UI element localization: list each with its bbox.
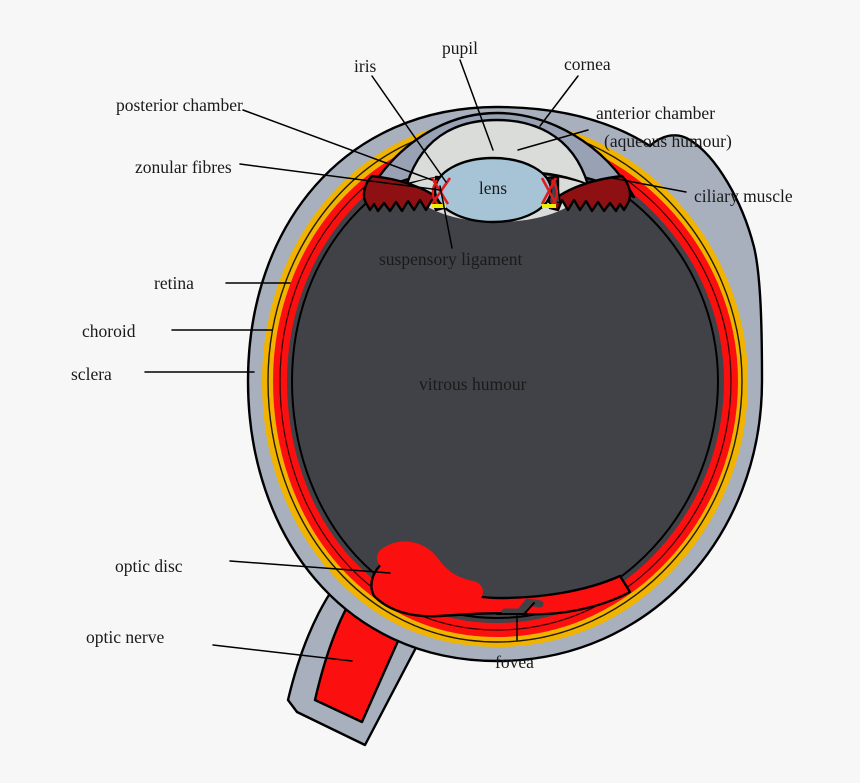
label-retina: retina <box>154 273 194 293</box>
label-choroid: choroid <box>82 321 136 341</box>
leader-iris <box>371 75 447 183</box>
leader-anterior-chamber <box>517 129 589 151</box>
retina-outline <box>279 136 732 631</box>
ciliary-muscle-right <box>548 174 632 213</box>
leader-pupil <box>459 59 494 151</box>
leader-suspensory-ligament <box>439 185 453 249</box>
vitreous-humour-inner <box>290 150 720 620</box>
label-aqueous-humour: (aqueous humour) <box>604 131 732 151</box>
leader-cornea <box>539 75 579 127</box>
label-pupil: pupil <box>442 38 478 58</box>
label-cornea: cornea <box>564 54 611 74</box>
label-fovea: fovea <box>495 652 534 672</box>
leader-posterior-chamber <box>242 109 433 181</box>
label-vitrous-humour: vitrous humour <box>419 374 527 394</box>
label-optic-disc: optic disc <box>115 556 183 576</box>
label-lens: lens <box>479 178 507 198</box>
label-iris: iris <box>354 56 377 76</box>
label-sclera: sclera <box>71 364 112 384</box>
label-posterior-chamber: posterior chamber <box>116 95 243 115</box>
leader-optic-nerve <box>212 644 353 662</box>
label-optic-nerve: optic nerve <box>86 627 164 647</box>
leader-lines <box>144 59 687 662</box>
label-zonular-fibres: zonular fibres <box>135 157 232 177</box>
label-ciliary-muscle: ciliary muscle <box>694 186 793 206</box>
label-suspensory-ligament: suspensory ligament <box>379 249 523 269</box>
ciliary-muscle-left <box>362 174 446 213</box>
choroid-outline <box>267 123 743 643</box>
retina-group <box>272 129 739 638</box>
optic-disc-group <box>370 541 632 618</box>
zonular-fibre-right-b <box>540 177 558 205</box>
leader-optic-disc <box>229 560 391 574</box>
label-anterior-chamber: anterior chamber <box>596 103 715 123</box>
fovea-notch-outline <box>496 602 535 615</box>
leader-zonular-fibres <box>239 163 441 191</box>
choroid-group <box>262 119 748 647</box>
optic-disc-core <box>377 541 483 603</box>
leader-ciliary-muscle <box>611 177 687 193</box>
